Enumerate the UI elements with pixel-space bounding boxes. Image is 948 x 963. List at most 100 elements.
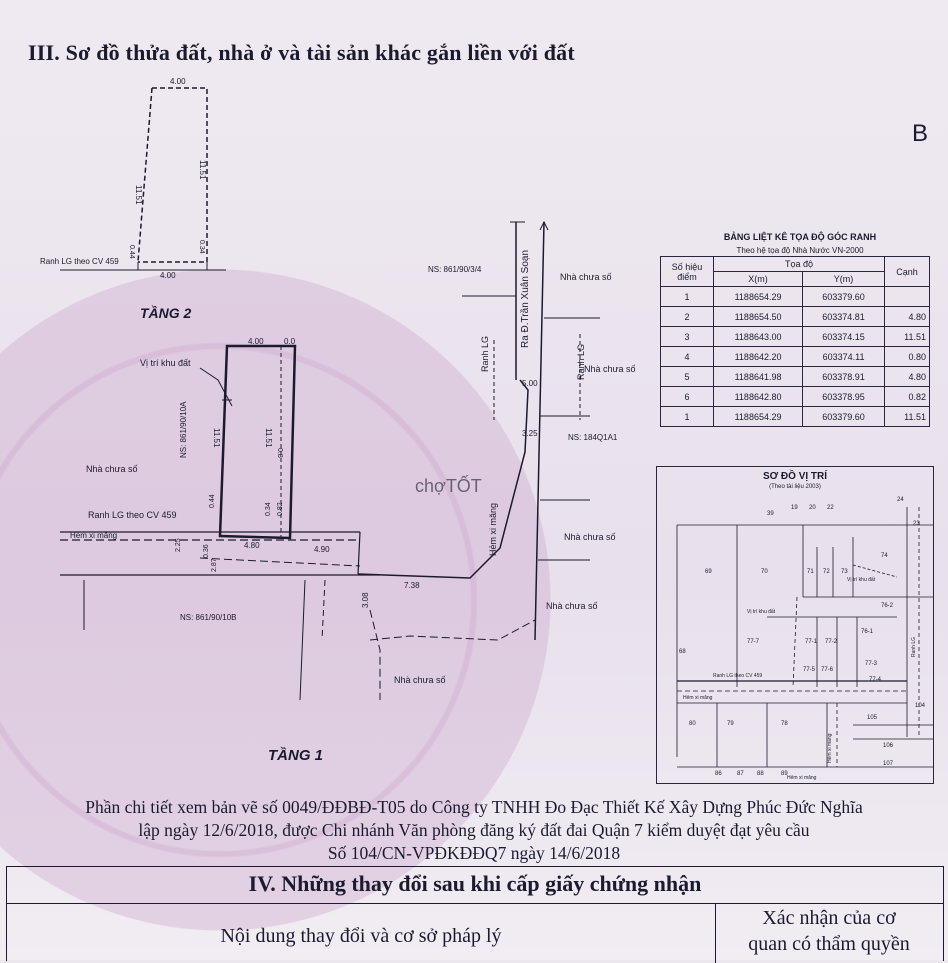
dim-034: 0.34 [265,502,272,516]
location-hem-b: Hẻm xi măng [827,733,833,763]
column-confirmation: Xác nhận của cơ quan có thẩm quyền [715,905,943,957]
coord-table-title: BẢNG LIỆT KÊ TỌA ĐỘ GÓC RANH [723,232,877,242]
parcel-label: 74 [881,553,888,559]
detail-reference: Phần chi tiết xem bản vẽ số 0049/ĐĐBĐ-T0… [0,796,948,865]
dim-480: 4.80 [244,541,260,550]
cell-edge: 4.80 [884,366,930,387]
location-hem-a: Hẻm xi măng [683,695,713,701]
section-4-column-divider [715,903,716,963]
coord-header-x: X(m) [712,271,804,287]
ns-bottom: NS: 861/90/10B [180,613,236,622]
parcel-label: 19 [791,505,798,511]
cell-edge: 4.80 [884,306,930,327]
floor-1-right-dim-a: 11.51 [264,428,273,448]
cell-edge: 11.51 [884,406,930,427]
cell-edge: 11.51 [884,326,930,347]
alley-lines [60,220,600,701]
floor-1-label: TẦNG 1 [268,747,323,764]
cell-point: 6 [660,386,714,407]
section-4-divider [7,903,943,904]
nha-chua-so-5: Nhà chưa số [394,675,446,685]
parcel-label: 77-2 [825,639,838,645]
nha-chua-so-1: Nhà chưa số [560,272,612,282]
floor-2-left-dim: 11.51 [134,185,143,205]
column-confirmation-line-2: quan có thẩm quyền [748,933,910,955]
parcel-label: 105 [867,715,878,721]
cell-x: 1188654.50 [712,306,804,327]
location-site-b: Vị trí khu đất [747,609,776,615]
location-ranh: Ranh LG theo CV 459 [713,673,762,679]
location-map: SƠ ĐỒ VỊ TRÍ (Theo tài liệu 2003) [656,466,934,784]
floor-2-boundary-label: Ranh LG theo CV 459 [40,257,119,266]
floor-1-top-dim-b: 0.0 [284,337,296,346]
parcel-label: 76-1 [861,629,874,635]
section-3-title: III. Sơ đồ thửa đất, nhà ở và tài sản kh… [28,40,575,65]
floor-2-bottom-dim: 4.00 [160,271,176,280]
dim-036: 0.36 [203,544,210,558]
cell-point: 2 [660,306,714,327]
page-letter: B [912,120,929,147]
location-ranh-lg: Ranh LG [911,637,917,657]
coord-header-point: Số hiệu điểm [660,256,714,287]
location-map-drawing: 39 19 20 22 24 23 69 70 71 72 73 74 76-2… [676,497,933,781]
parcel-label: 69 [705,569,712,575]
nha-chua-so-3: Nhà chưa số [564,532,616,542]
parcel-label: 107 [883,761,894,767]
parcel-label: 106 [883,743,894,749]
cell-y: 603379.60 [802,286,885,307]
dim-490: 4.90 [314,545,330,554]
nha-chua-so-left: Nhà chưa số [86,464,138,474]
parcel-label: 104 [915,703,926,709]
cell-point: 5 [660,366,714,387]
parcel-label: 20 [809,505,816,511]
coord-header-y: Y(m) [802,271,885,287]
detail-line-3: Số 104/CN-VPĐKĐĐQ7 ngày 14/6/2018 [327,843,621,863]
coord-header-edge: Cạnh [884,256,930,287]
dim-044: 0.44 [209,494,216,508]
column-confirmation-line-1: Xác nhận của cơ [762,907,896,929]
dim-325: 3.25 [522,429,538,438]
ns-left-vertical: NS: 861/90/10A [179,401,188,458]
dim-738: 7.38 [404,581,420,590]
parcel-label: 77-5 [803,667,816,673]
floor-1-right-dim-b: 0.8 [276,448,283,458]
cell-x: 1188642.20 [712,346,804,367]
nha-chua-so-4: Nhà chưa số [546,601,598,611]
parcel-label: 23 [913,521,920,527]
cell-edge: 0.80 [884,346,930,367]
hem-left: Hẻm xi măng [70,531,117,540]
cell-point: 3 [660,326,714,347]
cell-x: 1188654.29 [712,286,804,307]
parcel-label: 76-2 [881,603,894,609]
floor-2-right-dim: 11.51 [198,160,207,180]
cell-x: 1188654.29 [712,406,804,427]
floor-1-top-dim-a: 4.00 [248,337,264,346]
cell-y: 603374.11 [802,346,885,367]
parcel-label: 78 [781,721,788,727]
cell-y: 603374.15 [802,326,885,347]
cell-x: 1188641.98 [712,366,804,387]
cell-edge [884,286,930,307]
parcel-label: 39 [767,511,774,517]
coord-header-coord: Tọa độ [713,256,885,272]
floor-1-left-dim: 11.51 [212,428,221,448]
parcel-label: 77-1 [805,639,818,645]
dim-500: 5.00 [522,379,538,388]
coord-table-subtitle: Theo hệ tọa độ Nhà Nước VN-2000 [736,246,864,255]
floor-1-boundary-label: Ranh LG theo CV 459 [88,510,177,520]
dim-287: 2.87 [211,558,218,572]
parcel-label: 68 [679,649,686,655]
parcel-label: 88 [757,771,764,777]
parcel-label: 24 [897,497,904,503]
cell-y: 603378.95 [802,386,885,407]
nha-chua-so-2: Nhà chưa số [584,364,636,374]
floor-2-small-left: 0.44 [128,245,135,259]
road-label: Ra Đ.Trần Xuân Soạn [519,250,531,348]
floor-2-plan [60,87,226,271]
parcel-label: 89 [781,771,788,777]
